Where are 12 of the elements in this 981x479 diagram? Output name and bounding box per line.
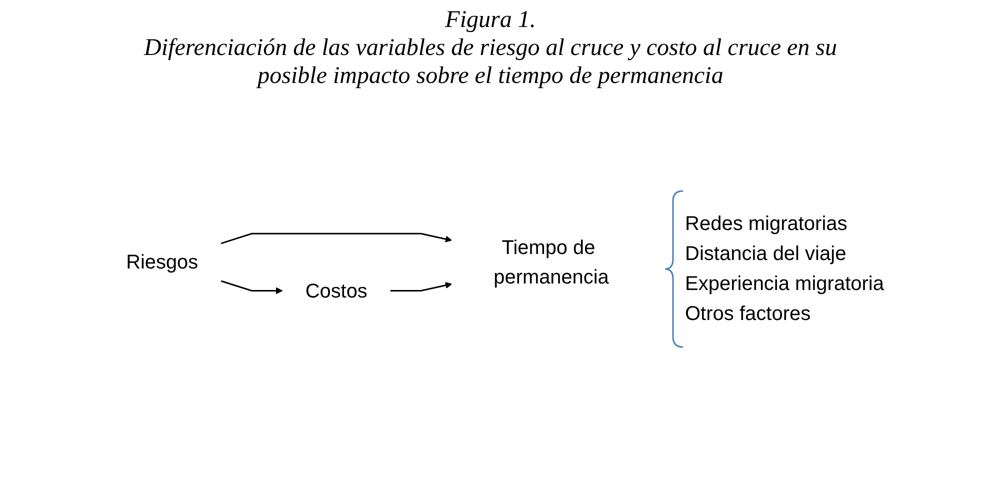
node-text: Costos: [305, 278, 368, 302]
factor-label: Distancia del viaje: [685, 242, 848, 267]
figure-title: Figura 1.: [444, 6, 537, 34]
arrow: [220, 280, 283, 294]
figure-caption: Diferenciación de las variables de riesgo al cruce y costo al cruce en su posible impacto sobre el tiempo de permanencia: [142, 34, 838, 90]
factor-label: Otros factores: [685, 302, 812, 327]
node-text: Tiempo de permanencia: [494, 235, 609, 288]
factor-label: Experiencia migratoria: [685, 272, 884, 297]
arrow: [220, 232, 452, 244]
arrow: [390, 282, 452, 292]
node-text: Riesgos: [126, 250, 198, 274]
factor-label: Redes migratorias: [685, 212, 848, 237]
